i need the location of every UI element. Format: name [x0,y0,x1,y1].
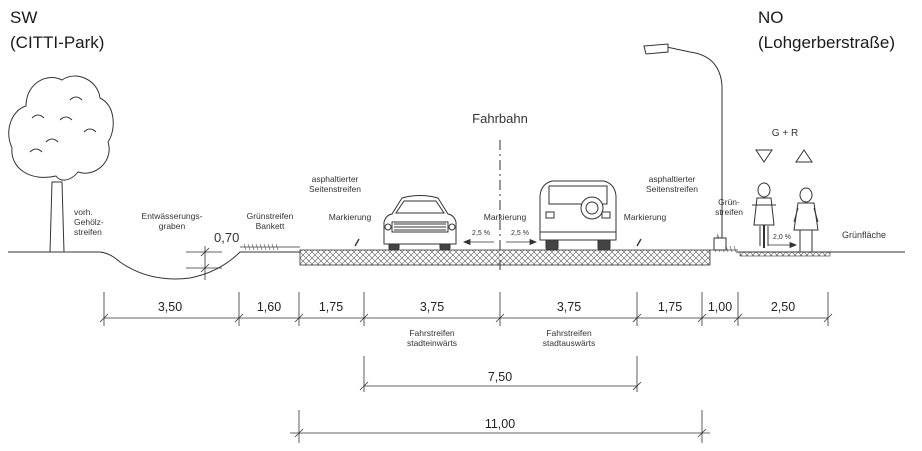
pavement [299,249,711,266]
dimension-road-total [290,410,710,443]
bike-ped-label: G + R [771,128,799,139]
dimension-road-total-value: 11,00 [484,417,516,431]
dimension-value: 1,75 [657,300,683,314]
place-citti-park: (CITTI-Park) [10,33,105,52]
dimension-value: 3,75 [419,300,445,314]
label-marking-2: Markierung [483,212,527,222]
label-hedge: vorh.Gehölz-streifen [74,207,104,237]
dimension-value: 1,00 [707,300,733,314]
slope-arrows [462,238,798,249]
street-lamp-icon [643,43,727,251]
label-slope-path: 2,0 % [773,234,791,241]
direction-triangles [755,149,813,163]
direction-no: NO [758,8,784,27]
pedestrian-icon [793,187,819,252]
ditch-depth-dimension [186,246,222,280]
green-strip-curbs [240,246,738,251]
dimension-value: 2,50 [770,300,796,314]
dimension-carriageway-value: 7,50 [487,370,513,384]
label-marking-1: Markierung [328,212,372,222]
label-slope-left: 2,5 % [472,230,490,237]
dimension-chain [99,292,833,326]
dimension-value: 3,75 [556,300,582,314]
label-green-strip-right: Grün-streifen [715,197,743,217]
dimension-value: 1,60 [256,300,282,314]
tree-icon [8,75,114,253]
lane-marking-lines [354,238,642,247]
cyclist-icon [752,182,776,248]
suv-rear-view-icon [539,180,617,251]
label-marking-3: Markierung [623,212,667,222]
roadway-label: Fahrbahn [472,111,528,126]
label-ditch-depth: 0,70 [214,230,240,245]
dimension-carriageway [359,356,642,392]
direction-sw: SW [10,8,38,27]
footpath-pavement [739,251,831,257]
label-slope-right: 2,5 % [511,230,529,237]
dimension-value: 1,75 [318,300,344,314]
dimension-value: 3,50 [157,300,183,314]
label-ditch: Entwässerungs-graben [141,211,203,231]
label-meadow: Grünfläche [842,230,887,240]
car-front-view-icon [383,195,457,251]
place-lohgerberstrasse: (Lohgerberstraße) [758,33,896,52]
